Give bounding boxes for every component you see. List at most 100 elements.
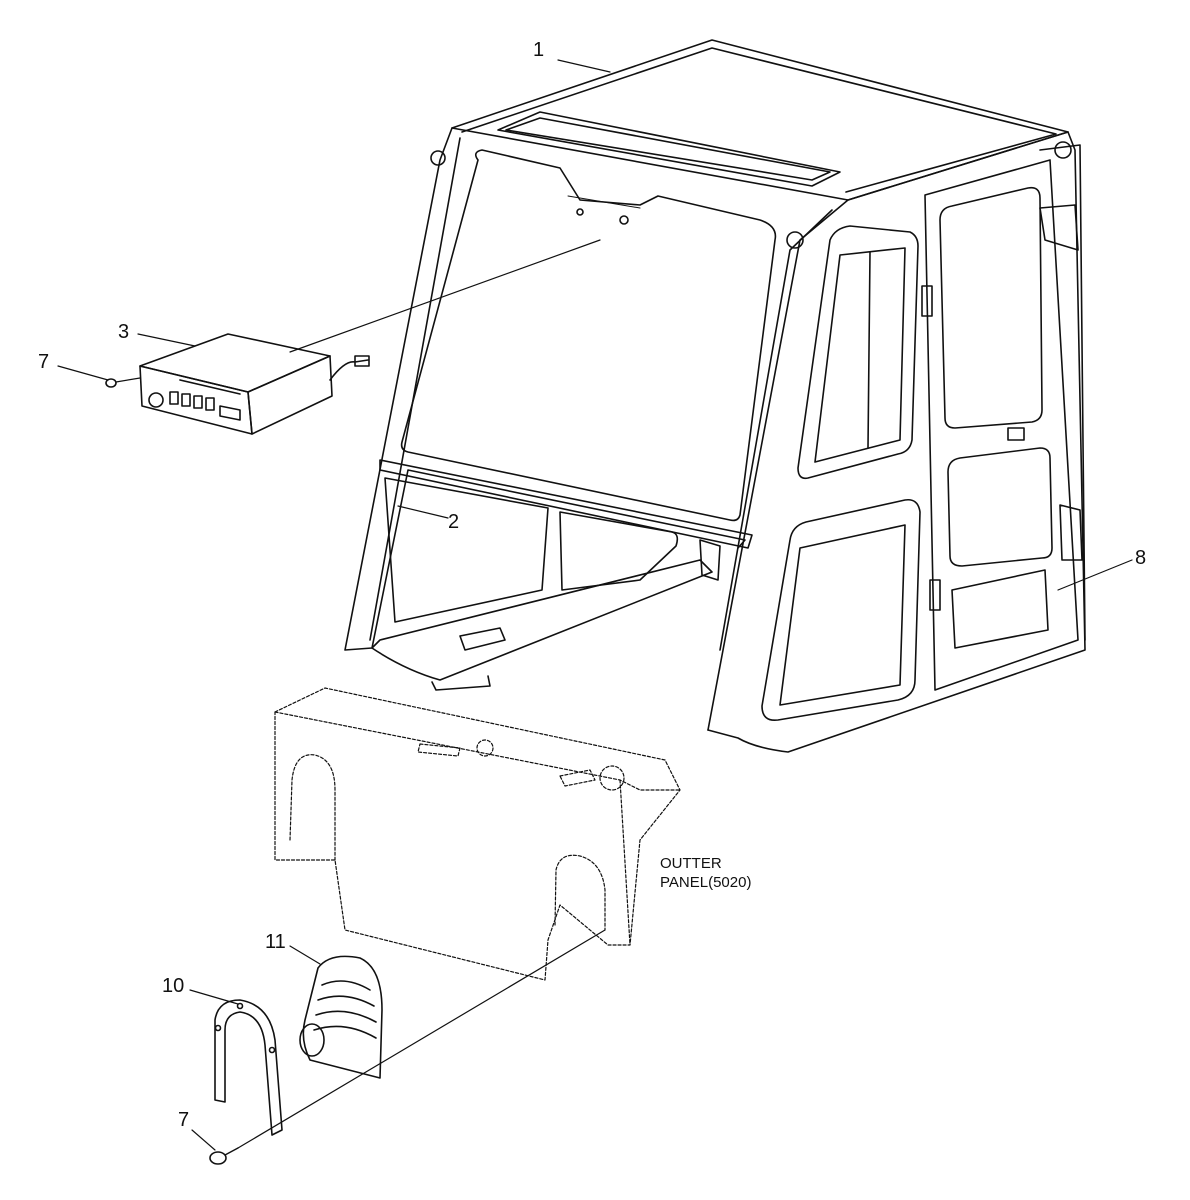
door-catch xyxy=(929,579,941,611)
leader-screw-to-panel xyxy=(237,929,606,1149)
radio-knob xyxy=(148,392,164,408)
boot-fold-2 xyxy=(317,995,375,1007)
front-pillar-right xyxy=(707,199,849,731)
door-middle-panel xyxy=(947,447,1053,567)
outter-panel xyxy=(274,687,681,981)
radio-button-1 xyxy=(169,391,179,405)
outter-panel-cutout-2 xyxy=(559,769,596,787)
radio-button-4 xyxy=(205,397,215,411)
cab-rear-edge xyxy=(1039,144,1086,641)
boot-body xyxy=(302,955,383,1079)
outter-panel-hole-2 xyxy=(599,765,625,791)
radio-cassette-slot xyxy=(179,379,241,395)
cab-assembly xyxy=(344,39,1086,753)
front-pillar-right-inner xyxy=(719,209,833,651)
outter-panel-hole-1 xyxy=(476,739,494,757)
windshield-bolt-b xyxy=(619,215,629,225)
leader-3 xyxy=(137,333,196,347)
leader-1 xyxy=(557,59,611,73)
outter-panel-top-edge xyxy=(274,711,681,791)
boot-opening xyxy=(299,1023,325,1057)
side-window-glass xyxy=(814,247,906,463)
door-upper-window xyxy=(939,186,1043,429)
screw-bottom-shank xyxy=(224,1147,239,1156)
callout-1: 1 xyxy=(533,39,545,61)
callout-leaders xyxy=(57,59,1133,1151)
cab-right-side xyxy=(707,131,1086,753)
radio-unit xyxy=(139,239,601,435)
door-hinge-upper xyxy=(1039,204,1079,251)
roof-hatch xyxy=(497,111,841,187)
lower-window-rail xyxy=(379,459,753,549)
floor-mount xyxy=(459,627,506,651)
leader-2 xyxy=(397,505,449,519)
leader-7-top xyxy=(57,365,109,381)
screw-top xyxy=(105,377,141,388)
radio-display xyxy=(219,405,241,421)
side-lower-panel xyxy=(761,498,921,722)
outter-panel-note-line2: PANEL(5020) xyxy=(660,874,752,891)
outter-panel-fold xyxy=(619,779,631,946)
door-latch xyxy=(1007,427,1025,441)
outter-panel-note-line1: OUTTER xyxy=(660,855,722,872)
callout-3: 3 xyxy=(118,321,130,343)
lift-eye-rear-right xyxy=(1054,141,1072,159)
radio-button-3 xyxy=(193,395,203,409)
leader-10 xyxy=(189,989,239,1005)
radio-face xyxy=(139,365,253,435)
callout-2: 2 xyxy=(448,511,460,533)
callout-10: 10 xyxy=(162,975,185,997)
retainer-hole-2 xyxy=(236,1002,244,1010)
cab-door xyxy=(924,159,1079,691)
retainer-strip xyxy=(214,999,283,1136)
lift-eye-front-right xyxy=(786,231,804,249)
door-label-plate xyxy=(951,569,1049,649)
windshield-glass xyxy=(400,149,777,522)
lift-eye-front-left xyxy=(430,150,446,166)
callout-11: 11 xyxy=(265,931,286,953)
floor-bracket xyxy=(431,675,491,691)
boot-fold-3 xyxy=(315,1010,377,1023)
lever-boot xyxy=(299,955,383,1079)
leader-radio-to-cab xyxy=(289,239,601,353)
windshield-bolt-a xyxy=(576,208,584,216)
callout-7-top: 7 xyxy=(38,351,50,373)
leader-11 xyxy=(289,945,321,965)
side-lower-glass xyxy=(779,524,906,706)
radio-side xyxy=(247,355,333,435)
side-window-frame xyxy=(797,225,919,480)
radio-cable xyxy=(329,359,369,381)
roof-hatch-inner xyxy=(505,117,831,181)
callout-8: 8 xyxy=(1135,547,1147,569)
lower-front-glass-left xyxy=(384,477,549,623)
radio-top xyxy=(139,333,331,393)
leader-screw-top xyxy=(115,377,141,383)
screw-top-head xyxy=(105,378,117,388)
outter-panel-slot-right xyxy=(554,854,606,931)
lower-front-glass-right xyxy=(559,511,679,591)
radio-button-2 xyxy=(181,393,191,407)
door-catch-upper xyxy=(921,285,933,317)
windshield-notch xyxy=(567,195,641,209)
screw-bottom xyxy=(209,929,606,1165)
retainer-hole-3 xyxy=(268,1046,276,1054)
radio-connector xyxy=(354,355,370,367)
leader-8 xyxy=(1057,559,1133,591)
outter-panel-slot-left xyxy=(289,754,336,861)
rear-mount xyxy=(699,539,721,581)
screw-bottom-head xyxy=(209,1151,227,1165)
outter-panel-note: OUTTER PANEL(5020) xyxy=(660,854,751,892)
callout-7-bottom: 7 xyxy=(178,1109,190,1131)
cab-floor-base xyxy=(371,559,713,681)
retainer-hole-1 xyxy=(214,1024,222,1032)
outter-panel-outline xyxy=(274,687,681,981)
outter-panel-cutout-1 xyxy=(417,743,461,757)
door-hinge-lower xyxy=(1059,504,1083,561)
front-pillar-left-inner xyxy=(369,137,461,641)
leader-7-bottom xyxy=(191,1129,216,1151)
front-pillar-left xyxy=(344,127,746,651)
cab-roof-edge xyxy=(461,47,1057,193)
boot-retainer xyxy=(214,999,283,1136)
